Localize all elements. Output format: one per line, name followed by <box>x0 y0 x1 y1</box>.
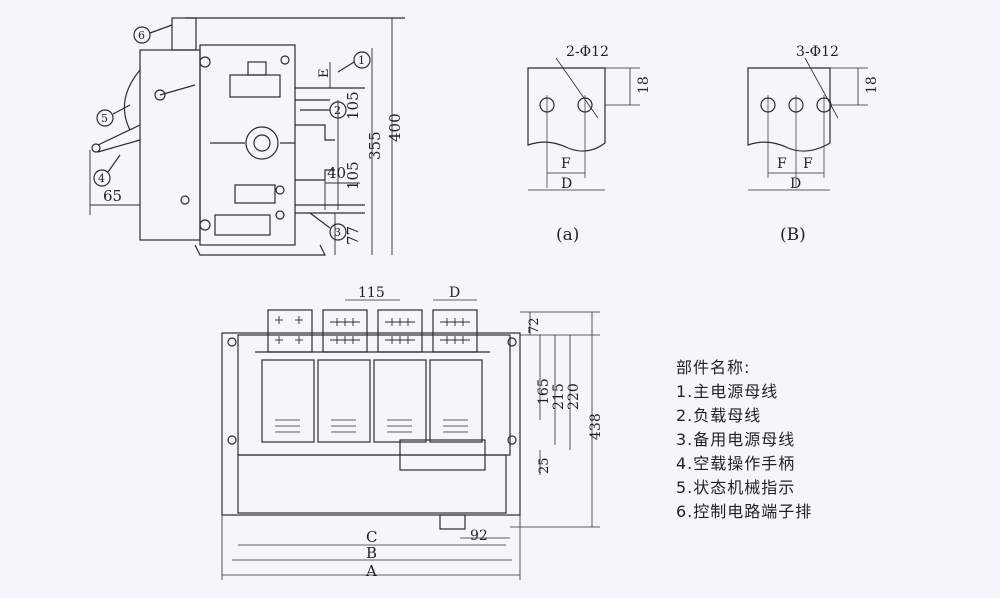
busbar-a-dim-F: F <box>561 156 571 172</box>
busbar-b-dim-F1: F <box>777 156 787 172</box>
callout-2 <box>300 101 347 119</box>
front-frame <box>221 332 521 516</box>
dim-C: C <box>366 528 377 546</box>
dim-65: 65 <box>103 187 122 205</box>
control-module <box>399 439 486 471</box>
dim-B: B <box>366 544 377 562</box>
dim-92: 92 <box>470 528 488 544</box>
side-body <box>199 44 296 246</box>
busbar-a-caption: (a) <box>556 225 579 245</box>
busbar-b-dim-18: 18 <box>864 76 880 94</box>
parts-legend: 部件名称: 1.主电源母线 2.负载母线 3.备用电源母线 4.空载操作手柄 5… <box>676 356 976 524</box>
callout-1 <box>337 51 371 73</box>
callout-4-number: 4 <box>98 172 105 185</box>
dim-E: E <box>317 69 332 79</box>
callout-1-number: 1 <box>358 54 365 67</box>
callout-6-number: 6 <box>138 29 145 42</box>
terminal-block <box>171 17 197 51</box>
legend-item-2: 2.负载母线 <box>676 406 762 425</box>
legend-item-4: 4.空载操作手柄 <box>676 454 796 473</box>
busbar-a-hole-label: 2-Φ12 <box>566 44 609 60</box>
front-view <box>221 299 600 580</box>
dim-400: 400 <box>386 113 404 142</box>
callout-5 <box>96 104 131 127</box>
busbar-a-dim-D: D <box>561 176 572 192</box>
terminal-4 <box>432 309 478 353</box>
legend-item-1: 1.主电源母线 <box>676 382 779 401</box>
callout-3 <box>309 212 347 241</box>
legend-item-6: 6.控制电路端子排 <box>676 502 813 521</box>
dim-438: 438 <box>588 413 604 440</box>
busbar-a-dim-18: 18 <box>636 76 652 94</box>
dim-105-lower: 105 <box>344 161 362 190</box>
dim-25: 25 <box>537 457 552 474</box>
callout-6 <box>133 24 173 44</box>
dim-355: 355 <box>366 131 384 160</box>
dim-72: 72 <box>527 317 542 334</box>
callout-3-number: 3 <box>334 226 341 239</box>
side-front-panel <box>139 49 201 241</box>
dim-220: 220 <box>566 383 582 410</box>
busbar-b-hole-label: 3-Φ12 <box>796 44 839 60</box>
legend-item-3: 3.备用电源母线 <box>676 430 796 449</box>
dim-40: 40 <box>327 164 346 182</box>
dim-77: 77 <box>344 226 362 245</box>
dim-A: A <box>365 562 377 580</box>
legend-item-5: 5.状态机械指示 <box>676 478 796 497</box>
terminal-1 <box>267 309 313 353</box>
legend-title: 部件名称: <box>676 358 751 377</box>
busbar-a-view <box>527 57 640 191</box>
terminal-2 <box>322 309 368 353</box>
dim-115: 115 <box>358 285 385 301</box>
callout-4 <box>93 154 121 187</box>
terminal-hole-marks <box>275 316 470 344</box>
terminal-3 <box>377 309 423 353</box>
side-view <box>89 17 405 256</box>
callout-5-number: 5 <box>101 112 108 125</box>
busbar-b-caption: (B) <box>780 225 806 245</box>
busbar-b-dim-F2: F <box>803 156 813 172</box>
busbar-b-dim-D: D <box>790 176 801 192</box>
dim-215: 215 <box>551 383 567 410</box>
callout-2-number: 2 <box>334 104 341 117</box>
handle-block <box>439 514 466 530</box>
dim-105-upper: 105 <box>344 91 362 120</box>
busbar-b-view <box>747 57 868 191</box>
dim-D-top: D <box>449 285 460 301</box>
dim-165: 165 <box>536 378 552 405</box>
